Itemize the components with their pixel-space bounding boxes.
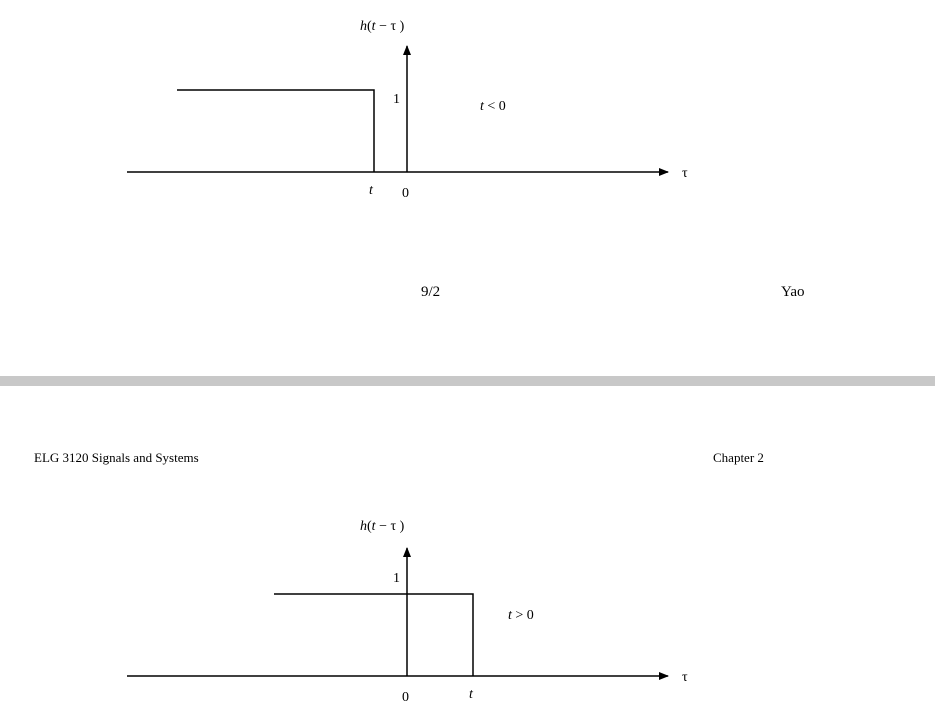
author-name: Yao <box>781 284 805 300</box>
bottom-x-tick-t: t <box>469 687 474 702</box>
bottom-y-label-rest: − τ ) <box>376 519 405 534</box>
bottom-condition-rest: > 0 <box>512 608 534 623</box>
top-condition-var: t <box>480 99 485 114</box>
top-condition: t < 0 <box>480 99 506 114</box>
top-plot: h(t − τ ) 1 t < 0 τ t 0 <box>127 19 688 201</box>
top-y-label-func: h <box>360 19 367 34</box>
bottom-plot: h(t − τ ) 1 t > 0 τ 0 t <box>127 519 688 705</box>
bottom-y-label: h(t − τ ) <box>360 519 405 534</box>
top-x-tick-0: 0 <box>402 186 409 201</box>
top-x-axis-label: τ <box>682 166 688 181</box>
top-y-label-open: ( <box>367 19 372 34</box>
top-step-function <box>177 89 375 172</box>
top-y-tick-1: 1 <box>393 92 400 107</box>
top-y-label-t: t <box>372 19 377 34</box>
bottom-condition: t > 0 <box>508 608 534 623</box>
bottom-step-function <box>274 593 474 676</box>
chapter-label: Chapter 2 <box>713 450 764 465</box>
bottom-y-label-open: ( <box>367 519 372 534</box>
bottom-condition-var: t <box>508 608 513 623</box>
course-title: ELG 3120 Signals and Systems <box>34 450 199 465</box>
top-page: h(t − τ ) 1 t < 0 τ t 0 9/2 Yao <box>127 19 805 300</box>
page-number: 9/2 <box>421 284 441 300</box>
bottom-y-tick-1: 1 <box>393 571 400 586</box>
top-x-tick-t: t <box>369 183 374 198</box>
top-y-label-rest: − τ ) <box>376 19 405 34</box>
bottom-x-axis-label: τ <box>682 670 688 685</box>
top-y-label: h(t − τ ) <box>360 19 405 34</box>
bottom-y-label-func: h <box>360 519 367 534</box>
bottom-y-label-t: t <box>372 519 377 534</box>
bottom-x-tick-0: 0 <box>402 690 409 705</box>
bottom-page: ELG 3120 Signals and Systems Chapter 2 h… <box>0 386 935 717</box>
page-divider <box>0 376 935 386</box>
top-condition-rest: < 0 <box>484 99 506 114</box>
